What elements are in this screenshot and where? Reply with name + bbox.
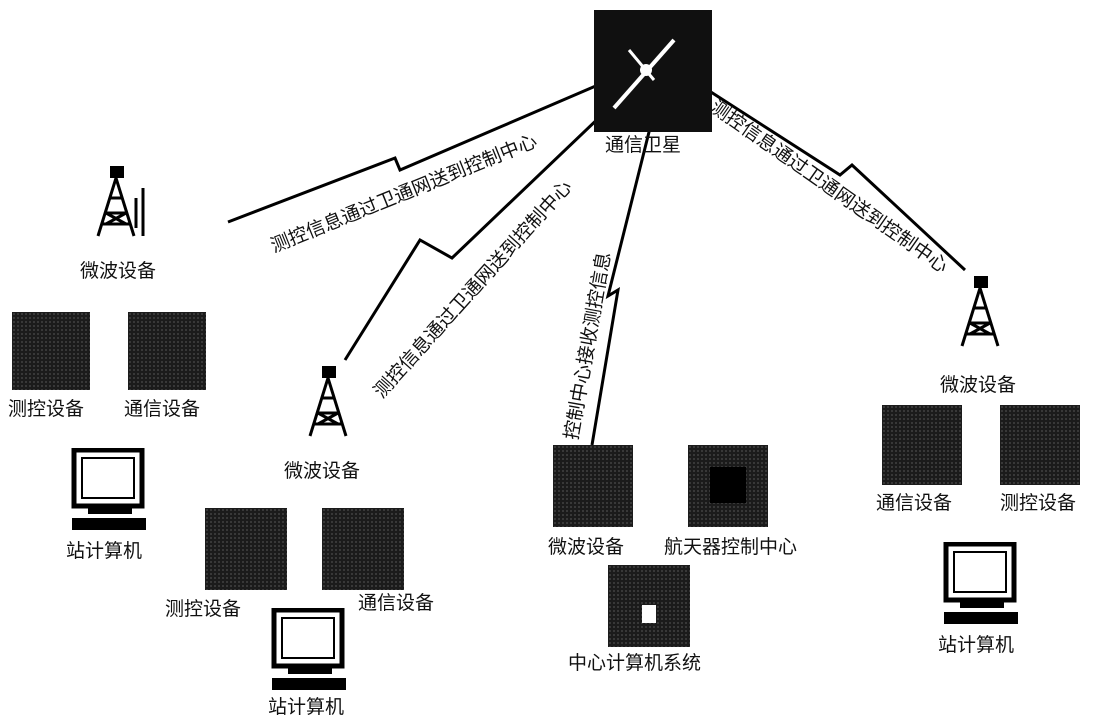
center-computer-system-device (608, 565, 690, 647)
right-control-device (1000, 405, 1080, 485)
left-comm-label: 通信设备 (124, 400, 200, 419)
right-comm-device (882, 405, 962, 485)
center-microwave-device (553, 445, 633, 527)
computer-icon (68, 448, 148, 533)
mid-control-device (205, 508, 287, 590)
left-comm-device (128, 312, 206, 390)
computer-icon (940, 542, 1020, 627)
microwave-tower-icon (300, 358, 360, 438)
right-comm-label: 通信设备 (876, 494, 952, 513)
microwave-tower-icon (88, 158, 148, 238)
mid-comm-label: 通信设备 (358, 594, 434, 613)
left-control-label: 测控设备 (8, 400, 84, 419)
satellite-icon (594, 10, 712, 132)
mid-computer-label: 站计算机 (268, 698, 344, 717)
link-line-left-mid (345, 112, 605, 360)
mid-control-label: 测控设备 (165, 600, 241, 619)
center-computer-system-label: 中心计算机系统 (568, 654, 701, 673)
left-microwave-label: 微波设备 (80, 262, 156, 281)
right-computer-label: 站计算机 (938, 636, 1014, 655)
satellite-label: 通信卫星 (605, 136, 681, 155)
microwave-tower-icon (952, 268, 1012, 348)
computer-icon (268, 608, 348, 693)
right-microwave-label: 微波设备 (940, 376, 1016, 395)
left-computer-label: 站计算机 (66, 542, 142, 561)
center-microwave-label: 微波设备 (548, 538, 624, 557)
left-control-device (12, 312, 90, 390)
mid-microwave-label: 微波设备 (284, 462, 360, 481)
mid-comm-device (322, 508, 404, 590)
spacecraft-control-device (688, 445, 768, 527)
right-control-label: 测控设备 (1000, 494, 1076, 513)
spacecraft-control-label: 航天器控制中心 (664, 538, 797, 557)
